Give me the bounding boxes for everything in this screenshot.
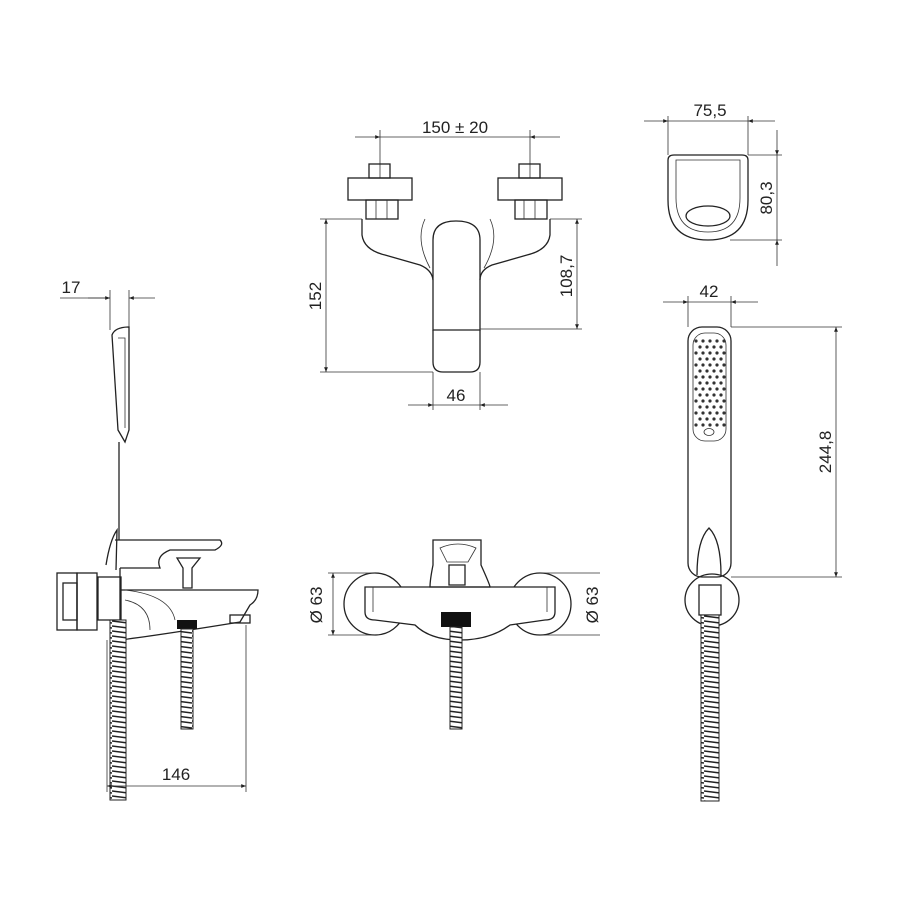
spray-hole: [712, 345, 716, 349]
spray-hole: [715, 423, 719, 427]
spray-hole: [705, 393, 709, 397]
spray-hole: [722, 363, 726, 367]
spray-hole: [698, 345, 702, 349]
spray-hole: [708, 387, 712, 391]
spray-hole: [712, 369, 716, 373]
dim-lever-height: 108,7: [557, 255, 576, 298]
mixer-bottom-front-view: Ø 63 Ø 63: [307, 539, 602, 730]
spray-hole: [694, 375, 698, 379]
spray-hole: [722, 375, 726, 379]
spray-hole: [712, 417, 716, 421]
spray-hole: [701, 399, 705, 403]
spray-hole: [705, 405, 709, 409]
spray-hole: [701, 351, 705, 355]
spray-hole: [701, 363, 705, 367]
spray-hole: [694, 399, 698, 403]
dim-holder-height: 80,3: [757, 181, 776, 214]
spray-hole: [694, 363, 698, 367]
spray-hole: [698, 393, 702, 397]
spray-hole: [708, 375, 712, 379]
spray-hole: [698, 405, 702, 409]
spray-hole: [712, 381, 716, 385]
shower-holder-view: 75,5 80,3: [644, 101, 782, 266]
spray-hole: [722, 411, 726, 415]
spray-hole: [698, 357, 702, 361]
spray-hole: [698, 369, 702, 373]
spray-hole: [722, 423, 726, 427]
mixer-front-view: 150 ± 20 152 108,7 46: [306, 118, 582, 410]
spray-hole: [698, 381, 702, 385]
dim-spout-projection: 146: [162, 765, 190, 784]
spray-hole: [701, 375, 705, 379]
spray-hole: [705, 417, 709, 421]
spray-hole: [719, 357, 723, 361]
spray-hole: [694, 387, 698, 391]
dim-shower-length: 244,8: [816, 431, 835, 474]
spray-hole: [705, 345, 709, 349]
spray-hole: [712, 357, 716, 361]
spray-hole: [708, 363, 712, 367]
spray-hole: [712, 393, 716, 397]
spray-hole: [694, 423, 698, 427]
spray-hole: [715, 411, 719, 415]
spray-hole: [712, 405, 716, 409]
dim-shower-depth: 17: [62, 278, 81, 297]
spray-hole: [698, 417, 702, 421]
spray-hole: [719, 345, 723, 349]
spray-hole: [722, 387, 726, 391]
spray-hole: [705, 369, 709, 373]
spray-hole: [719, 417, 723, 421]
dim-flange-diameter-right: Ø 63: [583, 587, 602, 624]
dim-shower-width: 42: [700, 282, 719, 301]
spray-hole: [715, 399, 719, 403]
spray-hole: [722, 399, 726, 403]
spray-hole: [708, 423, 712, 427]
spray-hole: [708, 339, 712, 343]
spray-hole: [715, 351, 719, 355]
spray-hole: [694, 339, 698, 343]
spray-hole: [694, 351, 698, 355]
spray-hole: [719, 393, 723, 397]
dim-flange-diameter-left: Ø 63: [307, 587, 326, 624]
spray-hole: [701, 423, 705, 427]
spray-hole: [708, 411, 712, 415]
spray-hole: [715, 339, 719, 343]
spray-hole: [719, 369, 723, 373]
dim-lever-width: 46: [447, 386, 466, 405]
dim-mixer-height: 152: [306, 282, 325, 310]
spray-hole: [715, 387, 719, 391]
mixer-side-view: 17 146: [56, 278, 259, 801]
spray-hole: [694, 411, 698, 415]
spray-hole: [701, 411, 705, 415]
hand-shower-view: 42 244,8: [663, 282, 842, 802]
spray-hole: [701, 387, 705, 391]
spray-hole: [722, 339, 726, 343]
spray-hole: [722, 351, 726, 355]
spray-hole: [708, 399, 712, 403]
spray-hole: [708, 351, 712, 355]
dim-connection-spacing: 150 ± 20: [422, 118, 488, 137]
spray-hole: [719, 405, 723, 409]
spray-hole: [715, 363, 719, 367]
dim-holder-width: 75,5: [693, 101, 726, 120]
spray-hole: [715, 375, 719, 379]
spray-hole: [705, 381, 709, 385]
spray-hole: [719, 381, 723, 385]
spray-hole: [701, 339, 705, 343]
spray-hole: [705, 357, 709, 361]
